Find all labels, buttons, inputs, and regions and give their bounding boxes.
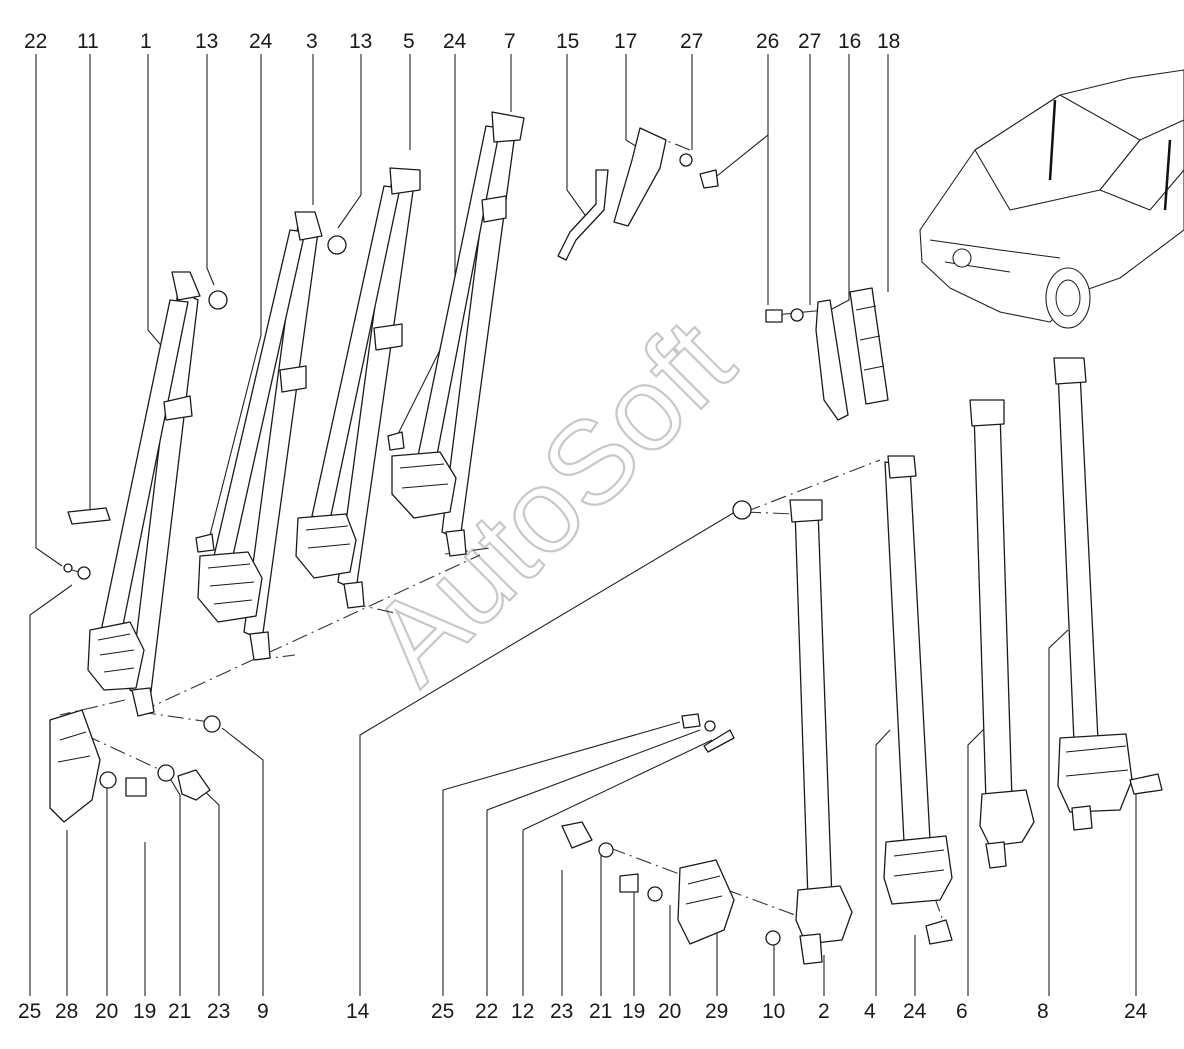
- belt-assembly-2: [732, 499, 853, 965]
- label-bot-25: 25: [18, 1000, 41, 1023]
- belt-assembly-4: [883, 455, 953, 945]
- label-bot-12: 12: [511, 1000, 534, 1023]
- label-top-27: 27: [680, 30, 703, 53]
- label-bot-29: 29: [705, 1000, 728, 1023]
- label-top-1: 1: [140, 30, 152, 53]
- bottom-labels: 25 28 20 19 21 23 9 14 25 22 12 23 21 19…: [18, 1000, 1148, 1023]
- label-bot-28: 28: [55, 1000, 78, 1023]
- small-parts-left: [49, 235, 347, 823]
- label-bot-25b: 25: [431, 1000, 454, 1023]
- label-bot-14: 14: [346, 1000, 370, 1023]
- label-bot-19b: 19: [622, 1000, 645, 1023]
- leader-lines: [29, 54, 1137, 996]
- label-top-16: 16: [838, 30, 861, 53]
- label-bot-21: 21: [168, 1000, 191, 1023]
- label-bot-2: 2: [818, 1000, 830, 1023]
- belt-assembly-7: [387, 111, 525, 557]
- label-bot-22: 22: [475, 1000, 498, 1023]
- label-top-17: 17: [614, 30, 637, 53]
- bracket-29-group: [561, 713, 735, 945]
- label-bot-23: 23: [207, 1000, 230, 1023]
- brackets-upper: [557, 127, 889, 421]
- label-bot-19: 19: [133, 1000, 156, 1023]
- label-bot-8: 8: [1037, 1000, 1049, 1023]
- label-top-24: 24: [249, 30, 273, 53]
- label-bot-20: 20: [95, 1000, 118, 1023]
- label-top-13: 13: [195, 30, 218, 53]
- label-top-22: 22: [24, 30, 47, 53]
- label-bot-20b: 20: [658, 1000, 681, 1023]
- belt-assembly-3: [195, 211, 323, 661]
- belt-assembly-5: [295, 167, 421, 609]
- label-bot-4: 4: [864, 1000, 876, 1023]
- belt-assembly-1: [87, 271, 201, 717]
- label-bot-21b: 21: [589, 1000, 612, 1023]
- label-bot-9: 9: [257, 1000, 269, 1023]
- label-top-26: 26: [756, 30, 779, 53]
- label-bot-23b: 23: [550, 1000, 573, 1023]
- label-top-18: 18: [877, 30, 900, 53]
- label-bot-6: 6: [956, 1000, 968, 1023]
- label-top-3: 3: [306, 30, 318, 53]
- label-top-24b: 24: [443, 30, 467, 53]
- label-top-27b: 27: [798, 30, 821, 53]
- label-top-11: 11: [77, 30, 99, 53]
- label-top-13b: 13: [349, 30, 372, 53]
- top-labels: 22 11 1 13 24 3 13 5 24 7 15 17 27 26 27…: [24, 30, 900, 53]
- belt-assembly-6: [969, 399, 1035, 869]
- label-bot-24: 24: [903, 1000, 927, 1023]
- car-illustration: [919, 69, 1184, 329]
- label-bot-10: 10: [762, 1000, 785, 1023]
- label-top-5: 5: [403, 30, 415, 53]
- label-top-7: 7: [504, 30, 516, 53]
- label-bot-24b: 24: [1124, 1000, 1148, 1023]
- belt-assembly-8: [1053, 357, 1163, 831]
- label-top-15: 15: [556, 30, 579, 53]
